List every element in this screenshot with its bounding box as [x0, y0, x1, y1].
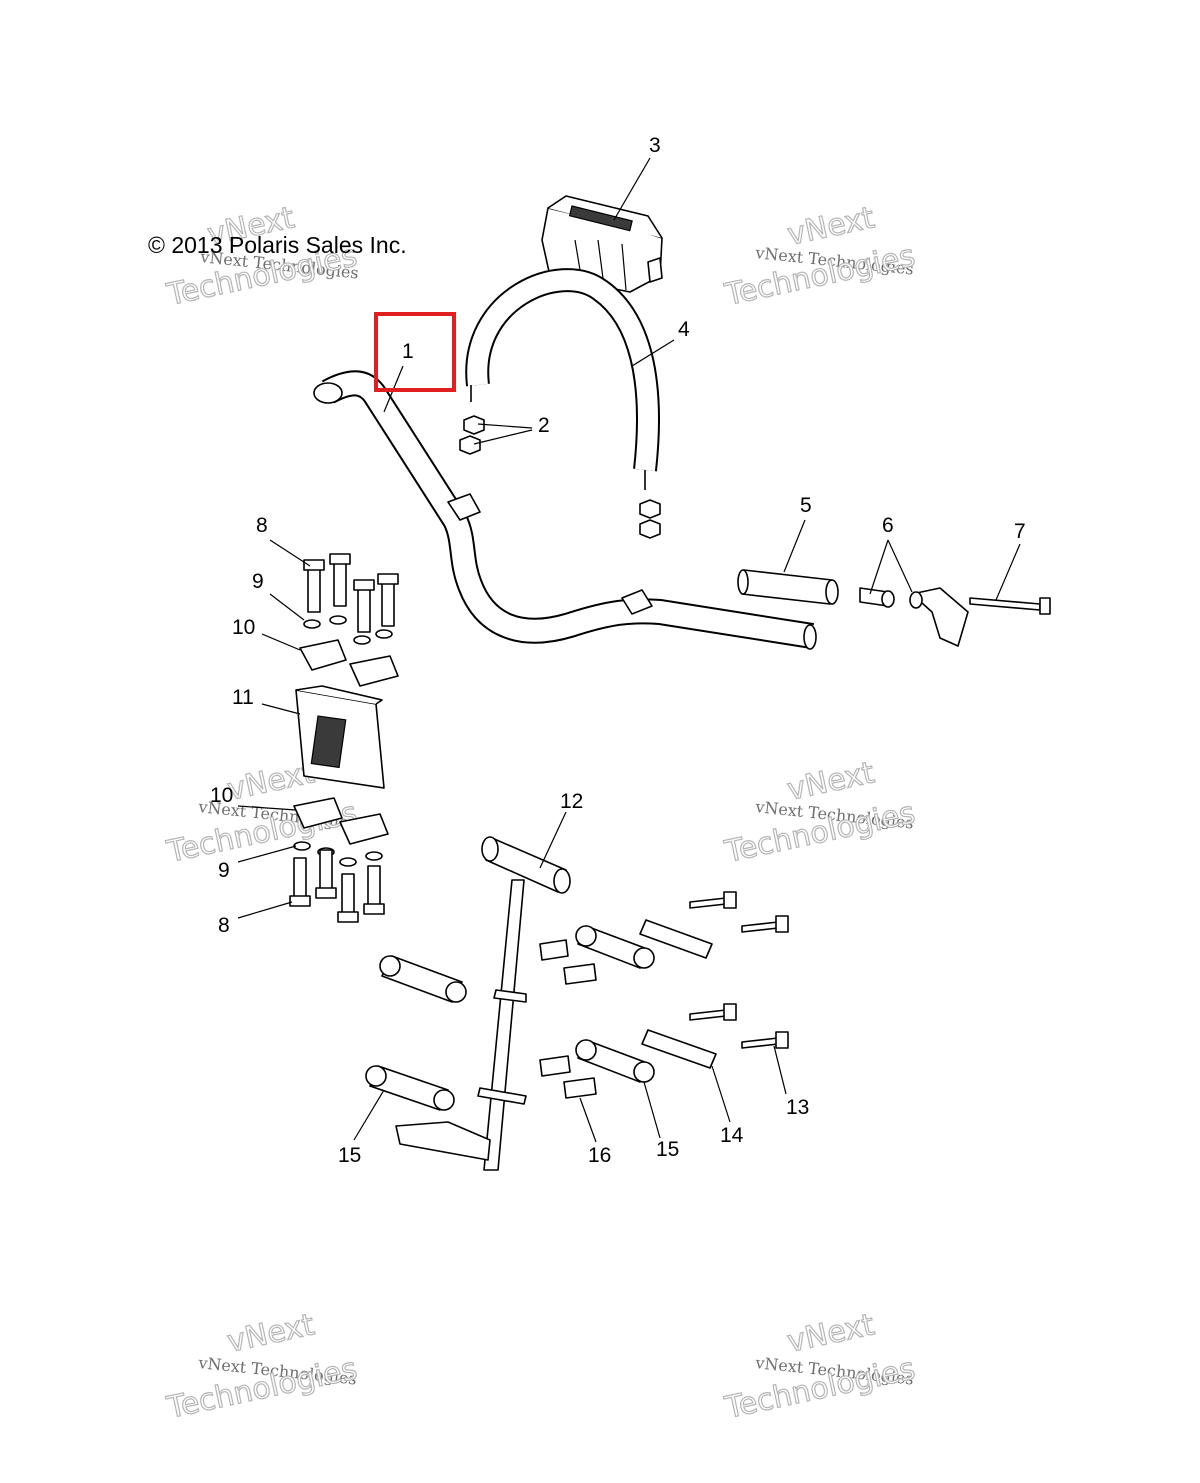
part-6-bar-ends[interactable]	[859, 587, 969, 647]
watermark-bottom-left: vNext vNext Technologies Technologies	[163, 1307, 361, 1427]
part-13-bolts[interactable]	[689, 891, 789, 1049]
callout-11[interactable]: 11	[232, 686, 254, 709]
callout-2[interactable]: 2	[538, 414, 550, 437]
svg-text:vNext: vNext	[784, 755, 877, 808]
watermark-mid-right: vNext vNext Technologies Technologies	[721, 755, 919, 871]
callout-9-upper[interactable]: 9	[252, 570, 264, 593]
part-15-clamp-right-upper[interactable]	[575, 925, 655, 969]
part-5-grip[interactable]	[737, 569, 839, 605]
part-4-crossbar[interactable]	[465, 268, 660, 490]
callout-14[interactable]: 14	[720, 1124, 744, 1147]
callout-13[interactable]: 13	[786, 1096, 809, 1119]
part-10-lower-clamps[interactable]	[293, 797, 389, 845]
callout-10-upper[interactable]: 10	[232, 616, 255, 639]
watermark-bottom-right: vNext vNext Technologies Technologies	[721, 1307, 919, 1427]
callout-6[interactable]: 6	[882, 514, 894, 537]
part-16-bushings[interactable]	[539, 939, 597, 1099]
part-3-handlebar-pad[interactable]	[541, 195, 663, 293]
part-1-handlebar[interactable]	[313, 370, 817, 650]
watermark-top-right: vNext vNext Technologies Technologies	[721, 200, 919, 314]
part-11-riser[interactable]	[295, 685, 385, 789]
part-2-nuts[interactable]	[459, 415, 661, 539]
part-12-steering-post[interactable]	[395, 836, 571, 1171]
callout-8-lower[interactable]: 8	[218, 914, 230, 937]
part-8-lower-bolts[interactable]	[289, 849, 385, 923]
callout-3[interactable]: 3	[649, 134, 661, 157]
part-8-upper-bolts[interactable]	[303, 553, 399, 633]
svg-text:vNext: vNext	[784, 1307, 877, 1360]
leader-lines	[237, 157, 1021, 1143]
callout-8-upper[interactable]: 8	[256, 514, 268, 537]
callout-16[interactable]: 16	[588, 1144, 611, 1167]
copyright-notice: © 2013 Polaris Sales Inc.	[148, 232, 407, 258]
callout-9-lower[interactable]: 9	[218, 859, 230, 882]
callout-12[interactable]: 12	[560, 790, 583, 813]
part-15-clamp-left-lower[interactable]	[365, 1065, 455, 1111]
part-9-lower-washers[interactable]	[293, 841, 383, 867]
part-9-upper-washers[interactable]	[303, 615, 393, 645]
part-14-links[interactable]	[639, 919, 717, 1069]
part-10-upper-clamps[interactable]	[299, 639, 399, 687]
part-15-clamp-right-lower[interactable]	[575, 1039, 655, 1083]
callout-10-lower[interactable]: 10	[210, 784, 233, 807]
callout-5[interactable]: 5	[800, 494, 812, 517]
callout-15-right[interactable]: 15	[656, 1138, 679, 1161]
svg-text:vNext: vNext	[784, 200, 877, 253]
part-15-clamp-left-upper[interactable]	[379, 955, 467, 1003]
callout-1[interactable]: 1	[402, 340, 414, 363]
callout-7[interactable]: 7	[1014, 520, 1026, 543]
part-7-bolt[interactable]	[969, 597, 1051, 615]
callout-1-highlight	[374, 312, 456, 392]
callout-4[interactable]: 4	[678, 318, 690, 341]
svg-text:vNext: vNext	[224, 1307, 317, 1360]
callout-15-left[interactable]: 15	[338, 1144, 361, 1167]
